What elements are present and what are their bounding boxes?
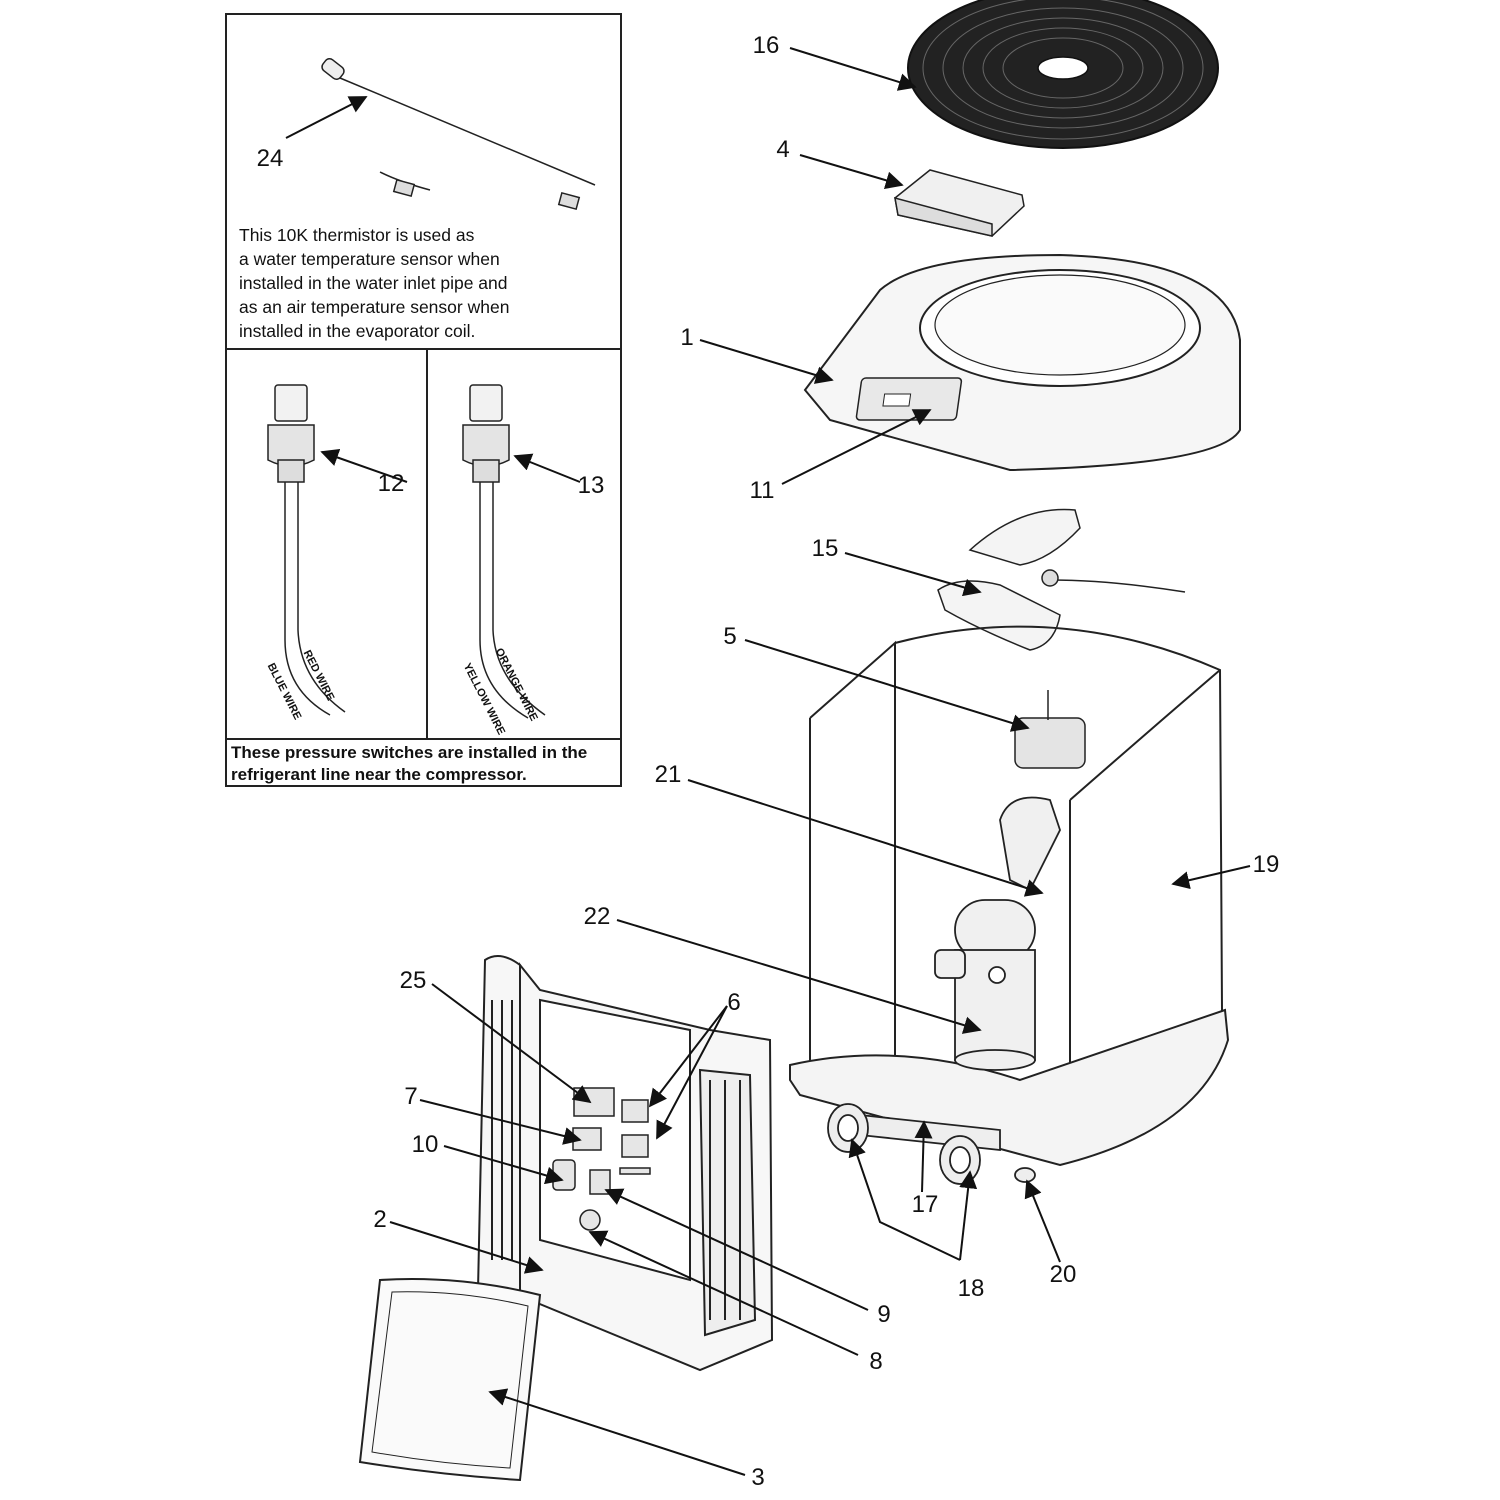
- pressure-switch-13: [462, 384, 546, 719]
- callout-24: 24: [256, 145, 284, 172]
- callout-8: 8: [869, 1348, 883, 1375]
- callout-17: 17: [911, 1191, 939, 1218]
- callout-9: 9: [877, 1301, 891, 1328]
- inset-divider-bottom: [227, 738, 620, 740]
- callout-4: 4: [776, 136, 790, 163]
- callout-22: 22: [583, 903, 611, 930]
- callout-19: 19: [1252, 851, 1280, 878]
- callout-12: 12: [377, 470, 405, 497]
- callout-18: 18: [957, 1275, 985, 1302]
- callout-15: 15: [811, 535, 839, 562]
- cabinet: [789, 625, 1230, 1167]
- callout-7: 7: [404, 1083, 418, 1110]
- callout-10: 10: [411, 1131, 439, 1158]
- callout-3: 3: [751, 1464, 765, 1491]
- callout-1: 1: [680, 324, 694, 351]
- callout-6: 6: [727, 989, 741, 1016]
- pressure-switch-12: [267, 384, 346, 716]
- control-cover: [894, 169, 1025, 237]
- compressor: [934, 796, 1061, 1071]
- callout-25: 25: [399, 967, 427, 994]
- leader-lines: [285, 47, 1251, 1476]
- fan-motor: [1014, 690, 1086, 769]
- top-panel: [803, 253, 1241, 472]
- inset-divider-vertical: [426, 348, 428, 738]
- callout-21: 21: [654, 761, 682, 788]
- callout-20: 20: [1049, 1261, 1077, 1288]
- callout-11: 11: [749, 477, 775, 504]
- callout-13: 13: [577, 472, 605, 499]
- callout-16: 16: [752, 32, 780, 59]
- callout-5: 5: [723, 623, 737, 650]
- fan-guard: [907, 0, 1219, 149]
- inset-divider-horizontal: [227, 348, 620, 350]
- front-cover: [358, 1278, 542, 1482]
- callout-2: 2: [373, 1206, 387, 1233]
- thermistor-sensor: [321, 57, 596, 211]
- pressure-switch-note: These pressure switches are installed in…: [231, 743, 588, 784]
- thermistor-note: This 10K thermistor is used as a water t…: [239, 225, 510, 341]
